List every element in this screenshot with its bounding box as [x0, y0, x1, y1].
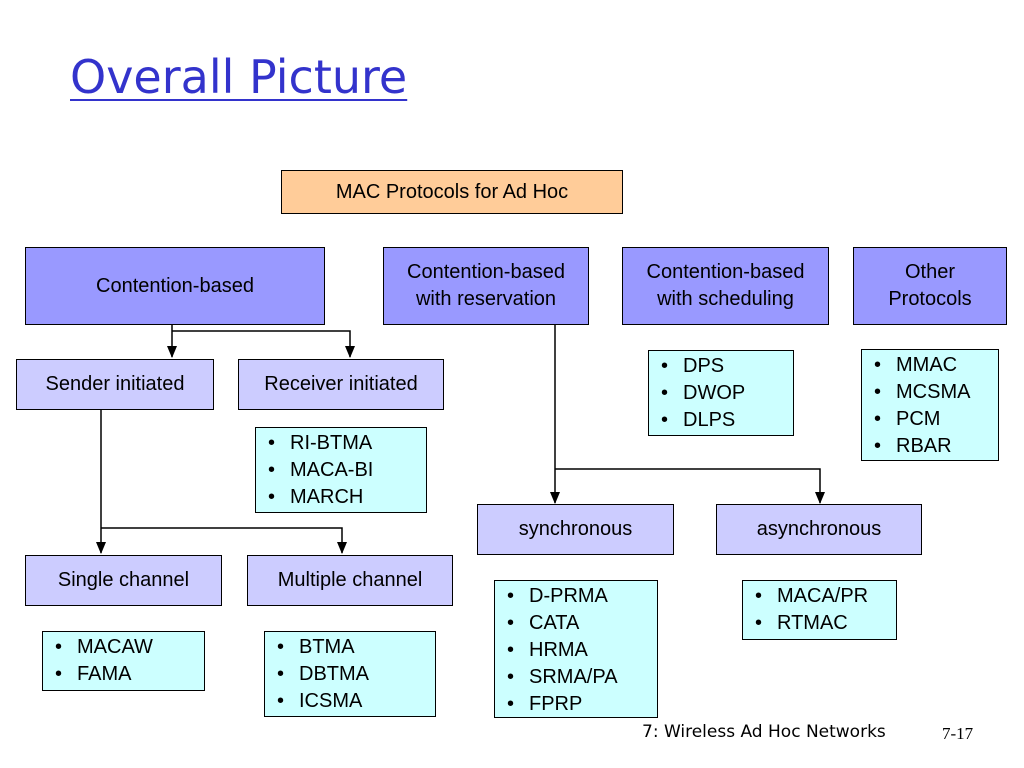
list-item: D-PRMA — [507, 583, 657, 610]
slide-footer: 7: Wireless Ad Hoc Networks — [642, 722, 886, 742]
connector-sender-multiple — [101, 527, 347, 554]
list-item: ICSMA — [277, 688, 435, 715]
list-single-channel: MACAW FAMA — [42, 631, 205, 691]
list-item: MARCH — [268, 484, 426, 511]
category-contention-scheduling: Contention-based with scheduling — [622, 247, 829, 325]
root-label: MAC Protocols for Ad Hoc — [335, 180, 569, 203]
list-item: CATA — [507, 610, 657, 637]
list-synchronous: D-PRMA CATA HRMA SRMA/PA FPRP — [494, 580, 658, 718]
node-multiple-channel: Multiple channel — [247, 555, 453, 606]
list-item: DWOP — [661, 380, 793, 407]
list-item: MACA-BI — [268, 457, 426, 484]
category-other-line-1: Other — [904, 261, 956, 283]
list-item: FPRP — [507, 691, 657, 718]
connector-contention-receiver — [172, 330, 355, 358]
synchronous-label: synchronous — [518, 518, 633, 540]
category-scheduling-label: Contention-based with scheduling — [647, 259, 805, 313]
list-item: BTMA — [277, 634, 435, 661]
category-reservation-label: Contention-based with reservation — [407, 259, 565, 313]
category-reservation-line-2: with reservation — [415, 288, 557, 310]
list-item: DBTMA — [277, 661, 435, 688]
list-multiple-channel: BTMA DBTMA ICSMA — [264, 631, 436, 717]
asynchronous-label: asynchronous — [756, 518, 882, 540]
category-reservation-line-1: Contention-based — [407, 261, 565, 283]
list-item: PCM — [874, 406, 998, 433]
list-item: RI-BTMA — [268, 430, 426, 457]
list-item: DPS — [661, 353, 793, 380]
node-asynchronous: asynchronous — [716, 504, 922, 555]
list-receiver-initiated: RI-BTMA MACA-BI MARCH — [255, 427, 427, 513]
list-item: MACAW — [55, 634, 204, 661]
receiver-initiated-label: Receiver initiated — [264, 373, 418, 395]
node-single-channel: Single channel — [25, 555, 222, 606]
list-item: HRMA — [507, 637, 657, 664]
list-item: MCSMA — [874, 379, 998, 406]
slide-title: Overall Picture — [70, 50, 408, 104]
node-sender-initiated: Sender initiated — [16, 359, 214, 410]
node-synchronous: synchronous — [477, 504, 674, 555]
page-number: 7-17 — [942, 724, 974, 743]
multiple-channel-label: Multiple channel — [277, 569, 423, 591]
node-receiver-initiated: Receiver initiated — [238, 359, 444, 410]
category-contention-based: Contention-based — [25, 247, 325, 325]
list-item: MMAC — [874, 352, 998, 379]
connector-reservation-asynchronous — [555, 468, 825, 504]
category-other-label: Other Protocols — [888, 259, 971, 313]
category-other-line-2: Protocols — [888, 288, 972, 310]
category-scheduling-line-2: with scheduling — [657, 288, 794, 310]
single-channel-label: Single channel — [57, 569, 190, 591]
list-item: FAMA — [55, 661, 204, 688]
list-other-protocols: MMAC MCSMA PCM RBAR — [861, 349, 999, 461]
category-other-protocols: Other Protocols — [853, 247, 1007, 325]
list-asynchronous: MACA/PR RTMAC — [742, 580, 897, 640]
category-contention-label: Contention-based — [96, 274, 254, 297]
list-item: DLPS — [661, 407, 793, 434]
category-scheduling-line-1: Contention-based — [646, 261, 805, 283]
list-scheduling: DPS DWOP DLPS — [648, 350, 794, 436]
list-item: SRMA/PA — [507, 664, 657, 691]
root-node: MAC Protocols for Ad Hoc — [281, 170, 623, 214]
list-item: RTMAC — [755, 610, 896, 637]
sender-initiated-label: Sender initiated — [45, 373, 185, 395]
category-contention-reservation: Contention-based with reservation — [383, 247, 589, 325]
list-item: MACA/PR — [755, 583, 896, 610]
list-item: RBAR — [874, 433, 998, 460]
